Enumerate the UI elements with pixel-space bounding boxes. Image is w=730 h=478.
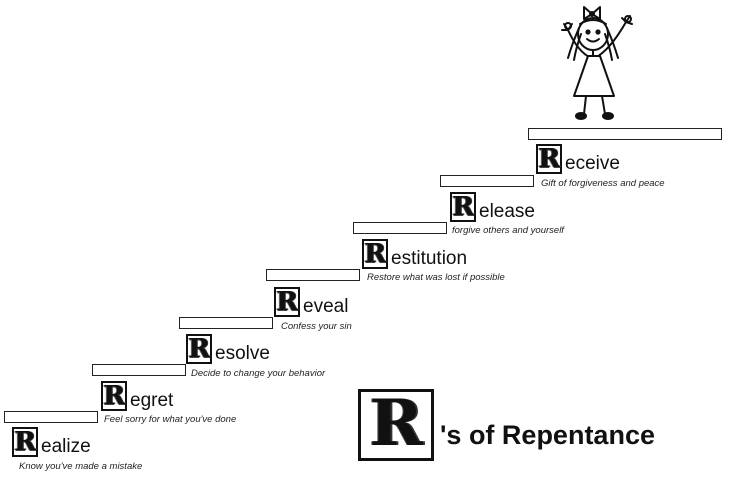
step-letter-box: R [274, 287, 300, 317]
stick-figure-girl-icon [561, 6, 633, 120]
stair-step-6 [440, 175, 534, 187]
step-description: Confess your sin [281, 321, 352, 332]
step-letter-box: R [101, 381, 127, 411]
stair-step-4 [266, 269, 360, 281]
diagram-title: 's of Repentance [440, 420, 655, 450]
stair-step-1 [4, 411, 98, 423]
title-letter-box: R [358, 389, 434, 461]
step-letter-box: R [186, 334, 212, 364]
step-letter-box: R [362, 239, 388, 269]
step-word: ealize [41, 436, 91, 457]
stair-step-2 [92, 364, 186, 376]
stair-step-5 [353, 222, 447, 234]
step-word: elease [479, 201, 535, 222]
step-word: estitution [391, 248, 468, 269]
step-description: Feel sorry for what you've done [104, 414, 237, 425]
step-word: egret [130, 390, 174, 411]
step-description: Decide to change your behavior [191, 368, 326, 379]
step-letter-box: R [536, 144, 562, 174]
step-letter-box: R [12, 427, 38, 457]
step-description: forgive others and yourself [452, 225, 564, 236]
step-word: esolve [215, 343, 270, 364]
step-description: Know you've made a mistake [19, 461, 143, 472]
step-description: Gift of forgiveness and peace [541, 178, 665, 189]
step-word: eveal [303, 296, 349, 317]
stair-step-3 [179, 317, 273, 329]
step-letter-box: R [450, 192, 476, 222]
step-description: Restore what was lost if possible [367, 272, 505, 283]
stair-top-platform [528, 128, 722, 140]
step-word: eceive [565, 153, 620, 174]
